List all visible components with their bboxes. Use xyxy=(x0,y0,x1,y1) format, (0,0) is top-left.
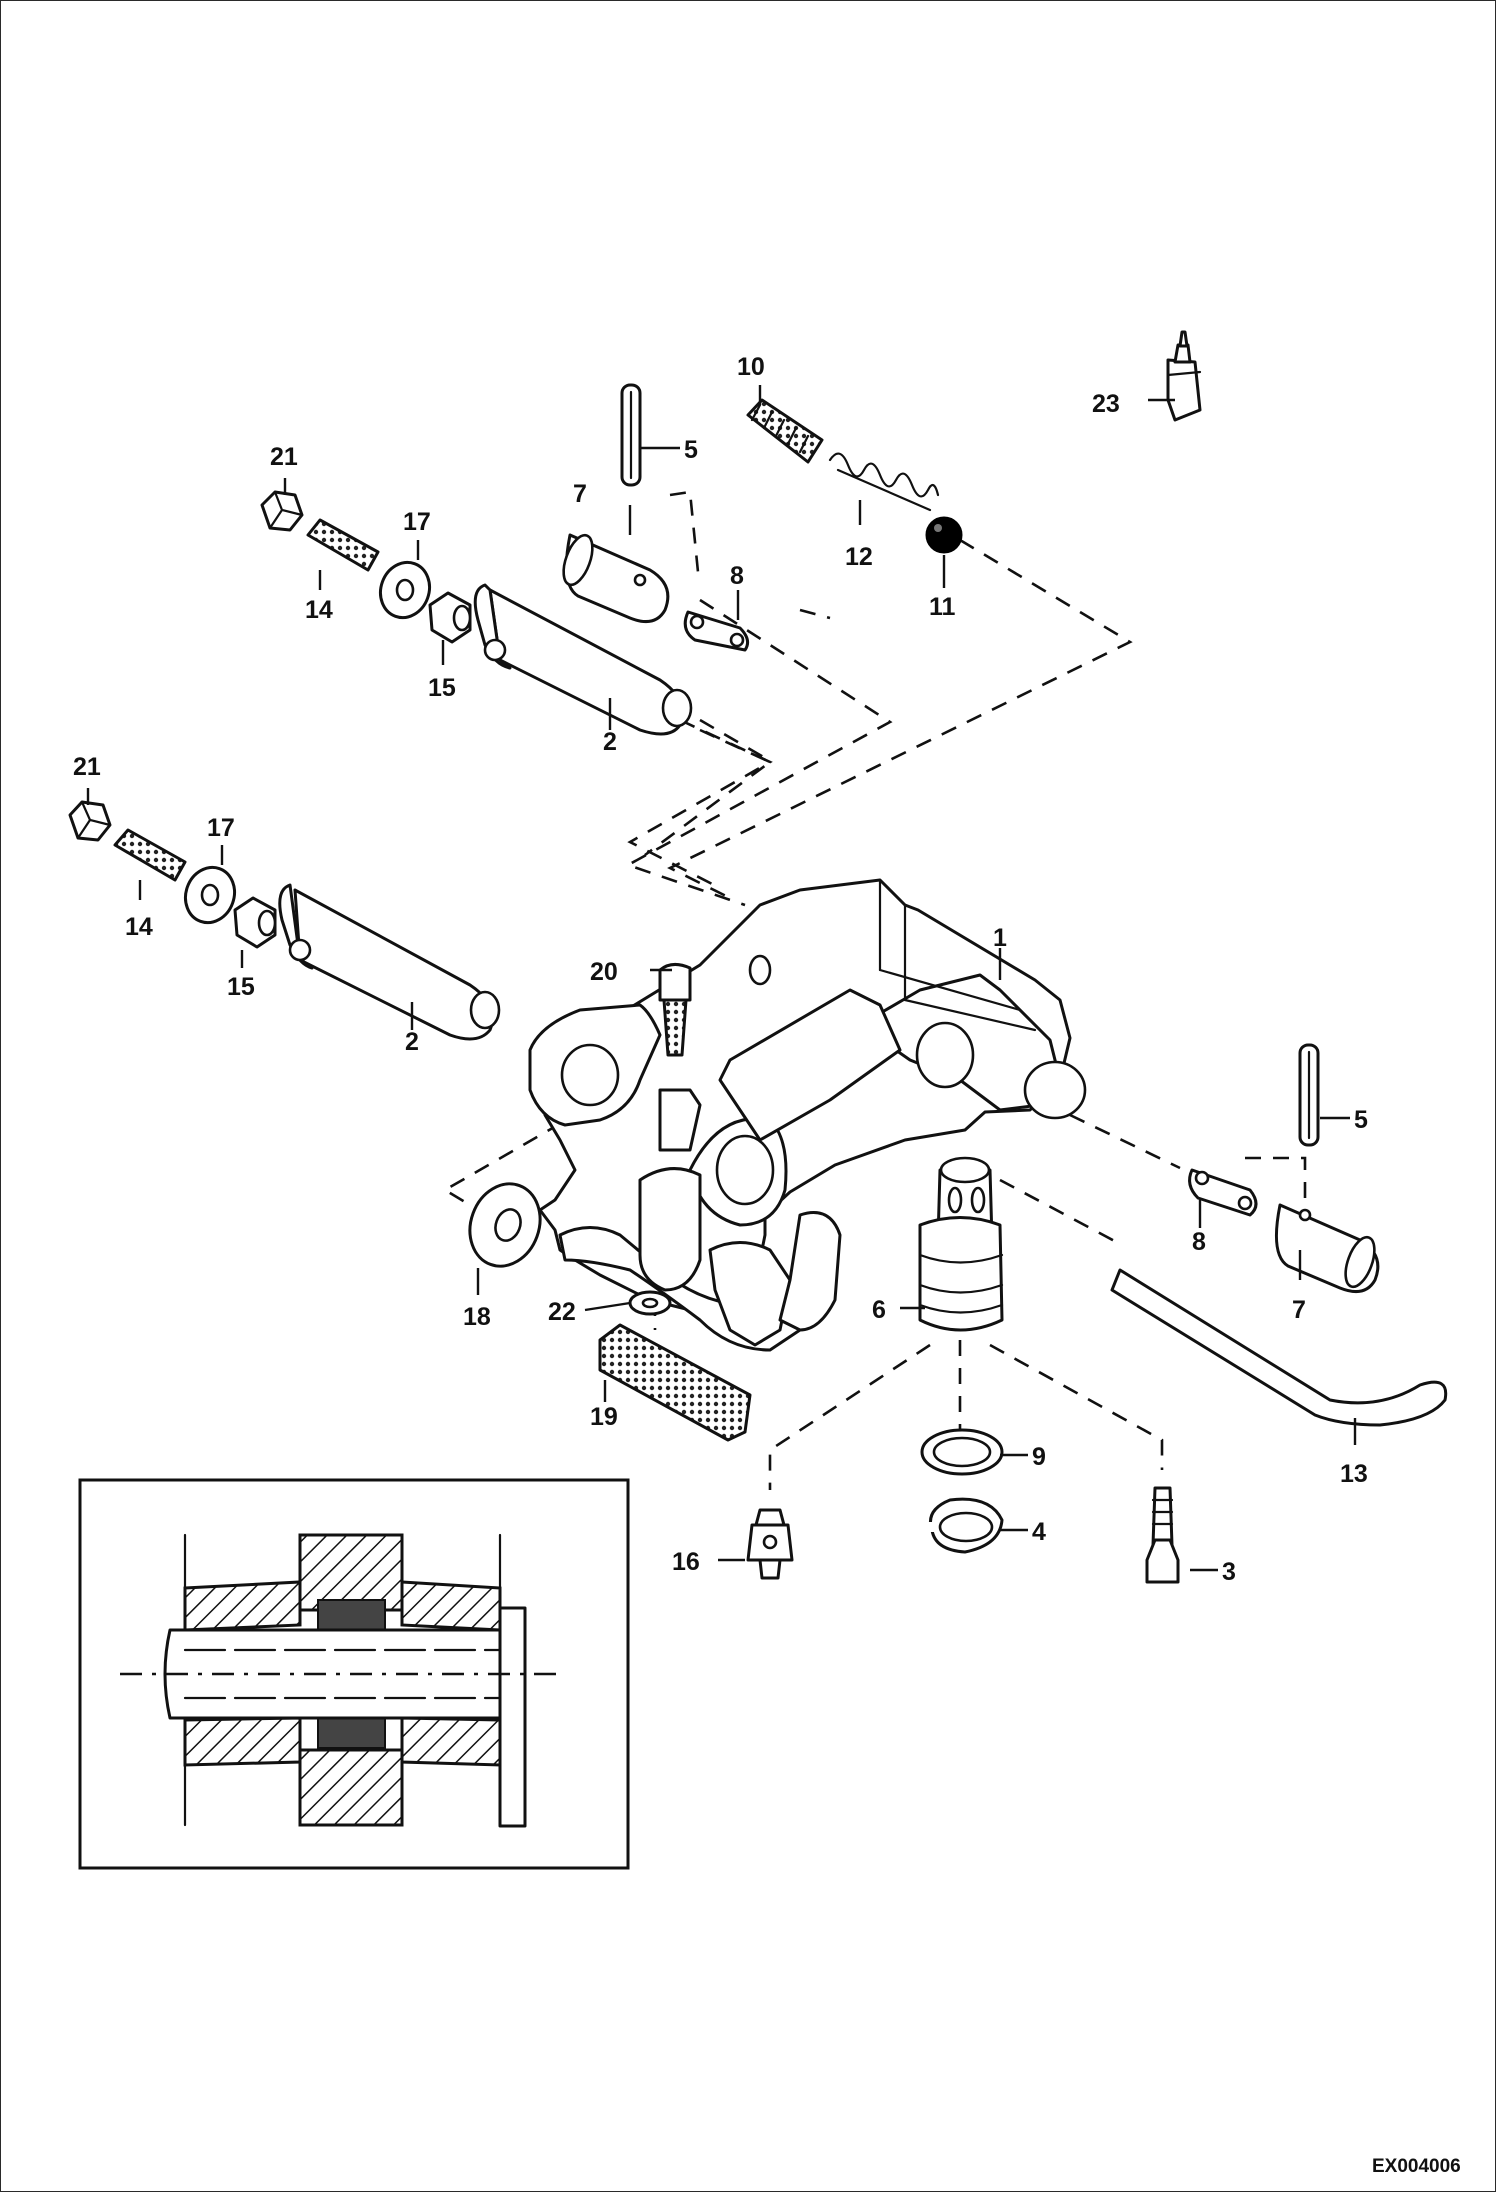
bolt-20 xyxy=(658,963,692,1057)
nut-upper xyxy=(260,490,304,532)
label-8-upper: 8 xyxy=(730,562,744,590)
sleeve-upper xyxy=(562,533,670,624)
detent-ball xyxy=(925,516,963,554)
washer-18 xyxy=(468,1182,542,1268)
label-7-right: 7 xyxy=(1292,1296,1306,1324)
detent-spring-large xyxy=(746,398,824,464)
figure-code: EX004006 xyxy=(1372,2156,1461,2177)
label-3: 3 xyxy=(1222,1558,1236,1586)
label-19: 19 xyxy=(590,1403,618,1431)
label-21-lower: 21 xyxy=(73,753,101,781)
label-13: 13 xyxy=(1340,1460,1368,1488)
latch-plate-right xyxy=(1188,1168,1258,1217)
roll-pin-upper xyxy=(620,383,642,487)
spring-pin-upper xyxy=(306,518,380,572)
plug-screw xyxy=(1145,1486,1180,1584)
detail-inset xyxy=(78,1478,630,1870)
main-pin-upper xyxy=(473,583,693,736)
label-16: 16 xyxy=(672,1548,700,1576)
label-2-lower: 2 xyxy=(405,1028,419,1056)
label-14-lower: 14 xyxy=(125,913,153,941)
washer-upper xyxy=(378,560,432,620)
locking-bolt xyxy=(918,1156,1004,1332)
label-9: 9 xyxy=(1032,1443,1046,1471)
ring-9 xyxy=(920,1428,1004,1476)
label-11: 11 xyxy=(929,593,956,621)
assembly-dash-lines xyxy=(442,490,1307,1490)
snap-ring xyxy=(928,1497,1004,1554)
detent-spring-small xyxy=(828,452,940,512)
label-15-upper: 15 xyxy=(428,674,456,702)
latch-plate-upper xyxy=(683,610,750,652)
bushing-lower xyxy=(233,896,277,949)
label-17-upper: 17 xyxy=(403,508,431,536)
label-23: 23 xyxy=(1092,390,1120,418)
label-22: 22 xyxy=(548,1298,576,1326)
label-18: 18 xyxy=(463,1303,491,1331)
label-17-lower: 17 xyxy=(207,814,235,842)
label-21-upper: 21 xyxy=(270,443,298,471)
leader-lines xyxy=(86,385,1357,1662)
grease-tube xyxy=(1166,330,1202,422)
part-labels: 1 2 2 2 3 4 5 5 6 7 7 8 8 9 10 11 12 13 … xyxy=(73,353,1368,1676)
roll-pin-right xyxy=(1298,1043,1320,1147)
label-4: 4 xyxy=(1032,1518,1046,1546)
sleeve-right xyxy=(1274,1203,1380,1294)
label-1: 1 xyxy=(993,924,1007,952)
grease-fitting xyxy=(746,1508,794,1580)
label-8-right: 8 xyxy=(1192,1228,1206,1256)
label-14-upper: 14 xyxy=(305,596,333,624)
bushing-upper xyxy=(428,591,472,644)
rubber-pad xyxy=(598,1323,752,1442)
label-20: 20 xyxy=(590,958,618,986)
label-5-right: 5 xyxy=(1354,1106,1368,1134)
spring-pin-lower xyxy=(113,828,187,882)
washer-lower xyxy=(183,865,237,925)
label-12: 12 xyxy=(845,543,873,571)
washer-22 xyxy=(628,1290,672,1316)
grease-hose xyxy=(1110,1268,1448,1427)
label-2-upper: 2 xyxy=(603,728,617,756)
label-15-lower: 15 xyxy=(227,973,255,1001)
label-5-upper: 5 xyxy=(684,436,698,464)
label-6: 6 xyxy=(872,1296,886,1324)
nut-lower xyxy=(68,800,112,842)
label-7-upper: 7 xyxy=(573,480,587,508)
label-10: 10 xyxy=(737,353,765,381)
main-pin-lower xyxy=(278,883,501,1041)
